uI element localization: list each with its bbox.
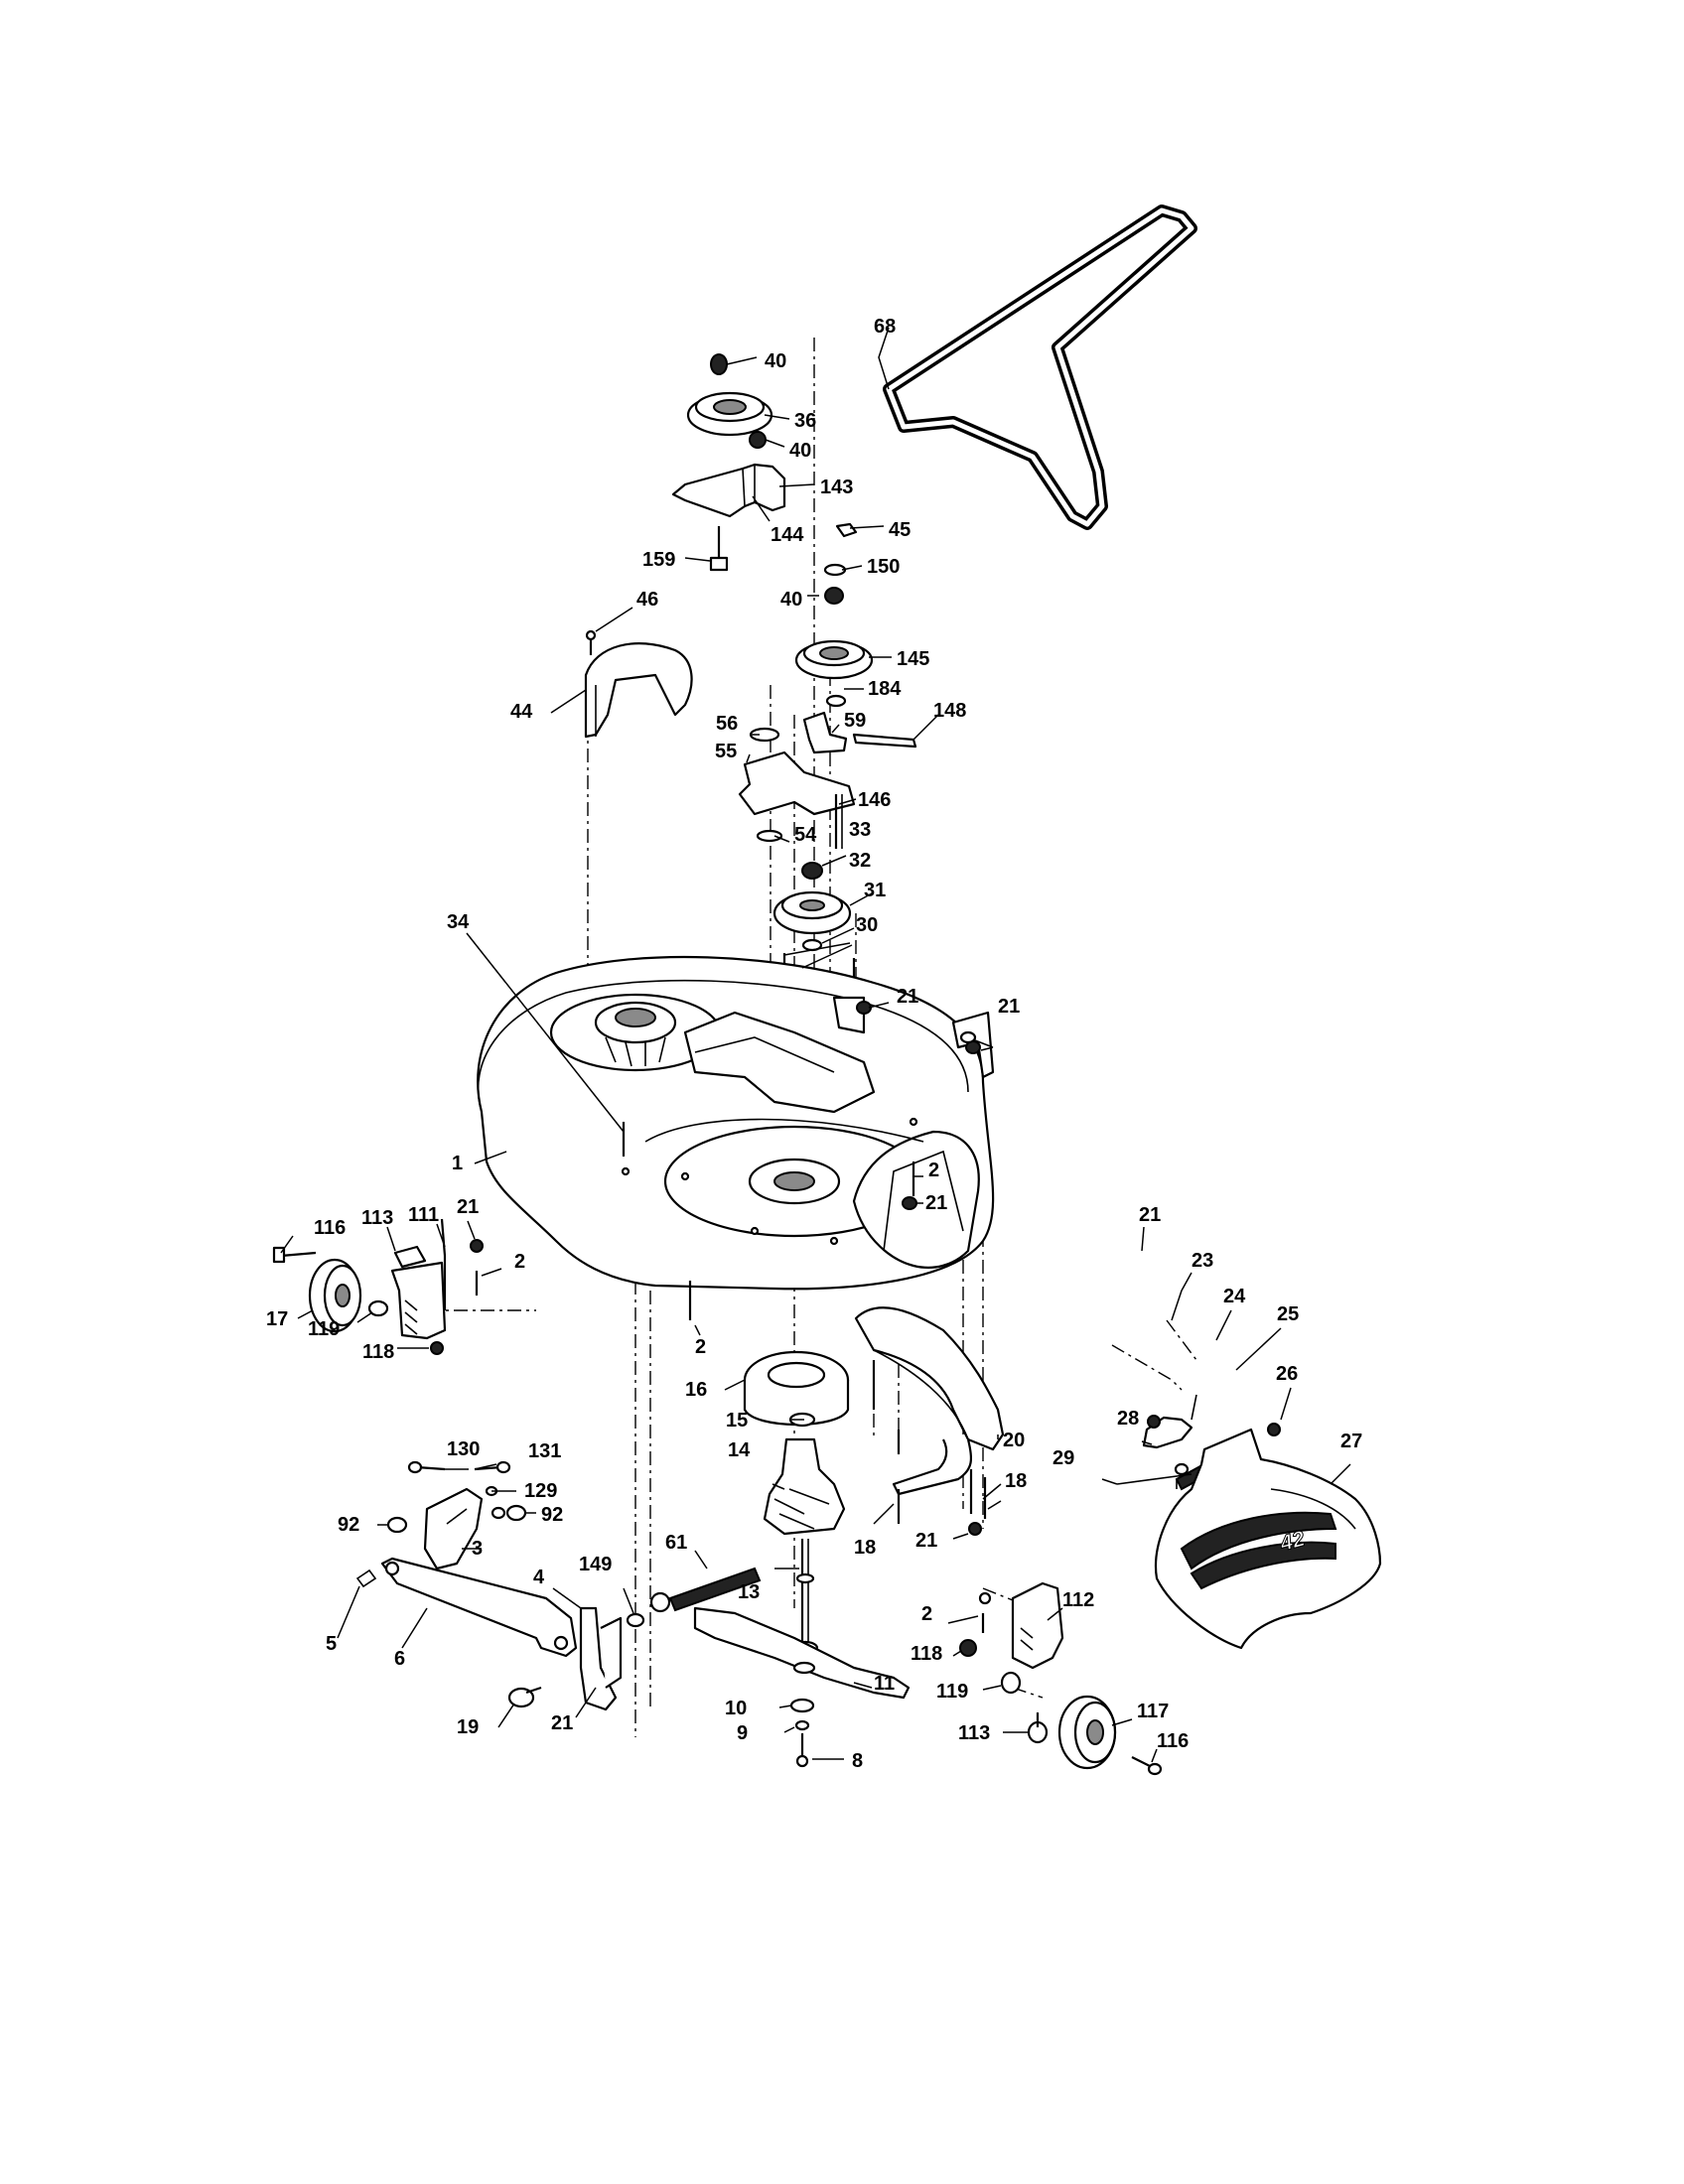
callout-149: 149 bbox=[579, 1554, 612, 1575]
callout-59: 59 bbox=[844, 710, 866, 732]
callout-68: 68 bbox=[874, 316, 896, 338]
callout-144: 144 bbox=[771, 524, 804, 546]
callout-92: 92 bbox=[541, 1504, 563, 1526]
callout-129: 129 bbox=[524, 1480, 557, 1502]
callout-17: 17 bbox=[266, 1308, 288, 1330]
callout-44: 44 bbox=[510, 701, 533, 723]
callout-45: 45 bbox=[889, 519, 911, 541]
callout-21: 21 bbox=[1139, 1204, 1161, 1226]
callout-10: 10 bbox=[725, 1698, 747, 1719]
callout-143: 143 bbox=[820, 477, 853, 498]
leader-lines bbox=[280, 327, 1351, 1763]
callout-13: 13 bbox=[738, 1581, 760, 1603]
callout-20: 20 bbox=[1003, 1430, 1025, 1451]
callout-15: 15 bbox=[726, 1410, 748, 1432]
callout-56: 56 bbox=[716, 713, 738, 735]
belt-guard bbox=[584, 629, 693, 739]
callout-55: 55 bbox=[715, 741, 737, 762]
idler-bracket bbox=[738, 711, 917, 849]
callout-131: 131 bbox=[528, 1440, 561, 1462]
callout-130: 130 bbox=[447, 1438, 480, 1460]
callout-23: 23 bbox=[1192, 1250, 1213, 1272]
callout-14: 14 bbox=[728, 1439, 751, 1461]
callout-labels: 40 36 40 143 144 159 68 45 150 40 46 145… bbox=[266, 316, 1362, 1772]
callout-119: 119 bbox=[308, 1318, 340, 1340]
front-lift-links bbox=[355, 1460, 762, 1711]
drive-belt bbox=[883, 205, 1197, 530]
callout-61: 61 bbox=[665, 1532, 687, 1554]
callout-8: 8 bbox=[852, 1750, 863, 1772]
callout-1: 1 bbox=[452, 1153, 463, 1174]
callout-116: 116 bbox=[1157, 1730, 1189, 1752]
callout-150: 150 bbox=[867, 556, 900, 578]
callout-21: 21 bbox=[457, 1196, 479, 1218]
callout-112: 112 bbox=[1062, 1589, 1094, 1611]
callout-46: 46 bbox=[636, 589, 658, 611]
callout-29: 29 bbox=[1052, 1447, 1074, 1469]
callout-92: 92 bbox=[338, 1514, 359, 1536]
callout-32: 32 bbox=[849, 850, 871, 872]
callout-28: 28 bbox=[1117, 1408, 1139, 1430]
mower-deck bbox=[477, 955, 995, 1320]
callout-30: 30 bbox=[856, 914, 878, 936]
callout-116: 116 bbox=[314, 1217, 346, 1239]
baffle bbox=[854, 1306, 1005, 1536]
callout-11: 11 bbox=[874, 1673, 895, 1695]
callout-9: 9 bbox=[737, 1722, 748, 1744]
callout-36: 36 bbox=[794, 410, 816, 432]
callout-146: 146 bbox=[858, 789, 891, 811]
callout-31: 31 bbox=[864, 880, 886, 901]
callout-54: 54 bbox=[794, 824, 817, 846]
callout-6: 6 bbox=[394, 1648, 405, 1670]
idler-pulley-assembly bbox=[671, 353, 786, 572]
callout-18: 18 bbox=[1005, 1470, 1027, 1492]
callout-21: 21 bbox=[998, 996, 1020, 1018]
left-gauge-wheel-assembly bbox=[272, 1218, 484, 1355]
callout-40: 40 bbox=[765, 350, 786, 372]
discharge-chute: 42 bbox=[1116, 1394, 1382, 1650]
callout-24: 24 bbox=[1223, 1286, 1246, 1307]
blade-spindle-assembly bbox=[693, 1350, 911, 1768]
callout-21: 21 bbox=[897, 986, 918, 1008]
callout-159: 159 bbox=[642, 549, 675, 571]
callout-118: 118 bbox=[362, 1341, 394, 1363]
callout-40: 40 bbox=[780, 589, 802, 611]
callout-5: 5 bbox=[326, 1633, 337, 1655]
right-gauge-wheel-assembly bbox=[959, 1581, 1163, 1776]
callout-111: 111 bbox=[408, 1204, 439, 1226]
callout-27: 27 bbox=[1340, 1431, 1362, 1452]
callout-145: 145 bbox=[897, 648, 929, 670]
callout-26: 26 bbox=[1276, 1363, 1298, 1385]
callout-16: 16 bbox=[685, 1379, 707, 1401]
callout-3: 3 bbox=[472, 1538, 483, 1560]
callout-2: 2 bbox=[514, 1251, 525, 1273]
callout-18: 18 bbox=[854, 1537, 876, 1559]
callout-25: 25 bbox=[1277, 1303, 1299, 1325]
callout-4: 4 bbox=[533, 1567, 545, 1588]
callout-117: 117 bbox=[1137, 1701, 1169, 1722]
callout-113: 113 bbox=[361, 1207, 393, 1229]
callout-34: 34 bbox=[447, 911, 470, 933]
callout-2: 2 bbox=[695, 1336, 706, 1358]
callout-21: 21 bbox=[925, 1192, 947, 1214]
callout-119: 119 bbox=[936, 1681, 968, 1703]
callout-21: 21 bbox=[915, 1530, 937, 1552]
callout-40: 40 bbox=[789, 440, 811, 462]
callout-148: 148 bbox=[933, 700, 966, 722]
callout-21: 21 bbox=[551, 1712, 573, 1734]
callout-118: 118 bbox=[911, 1643, 942, 1665]
callout-184: 184 bbox=[868, 678, 902, 700]
callout-33: 33 bbox=[849, 819, 871, 841]
right-pulley-stack bbox=[794, 522, 874, 708]
callout-2: 2 bbox=[928, 1160, 939, 1181]
callout-19: 19 bbox=[457, 1716, 479, 1738]
callout-2: 2 bbox=[921, 1603, 932, 1625]
callout-113: 113 bbox=[958, 1722, 990, 1744]
